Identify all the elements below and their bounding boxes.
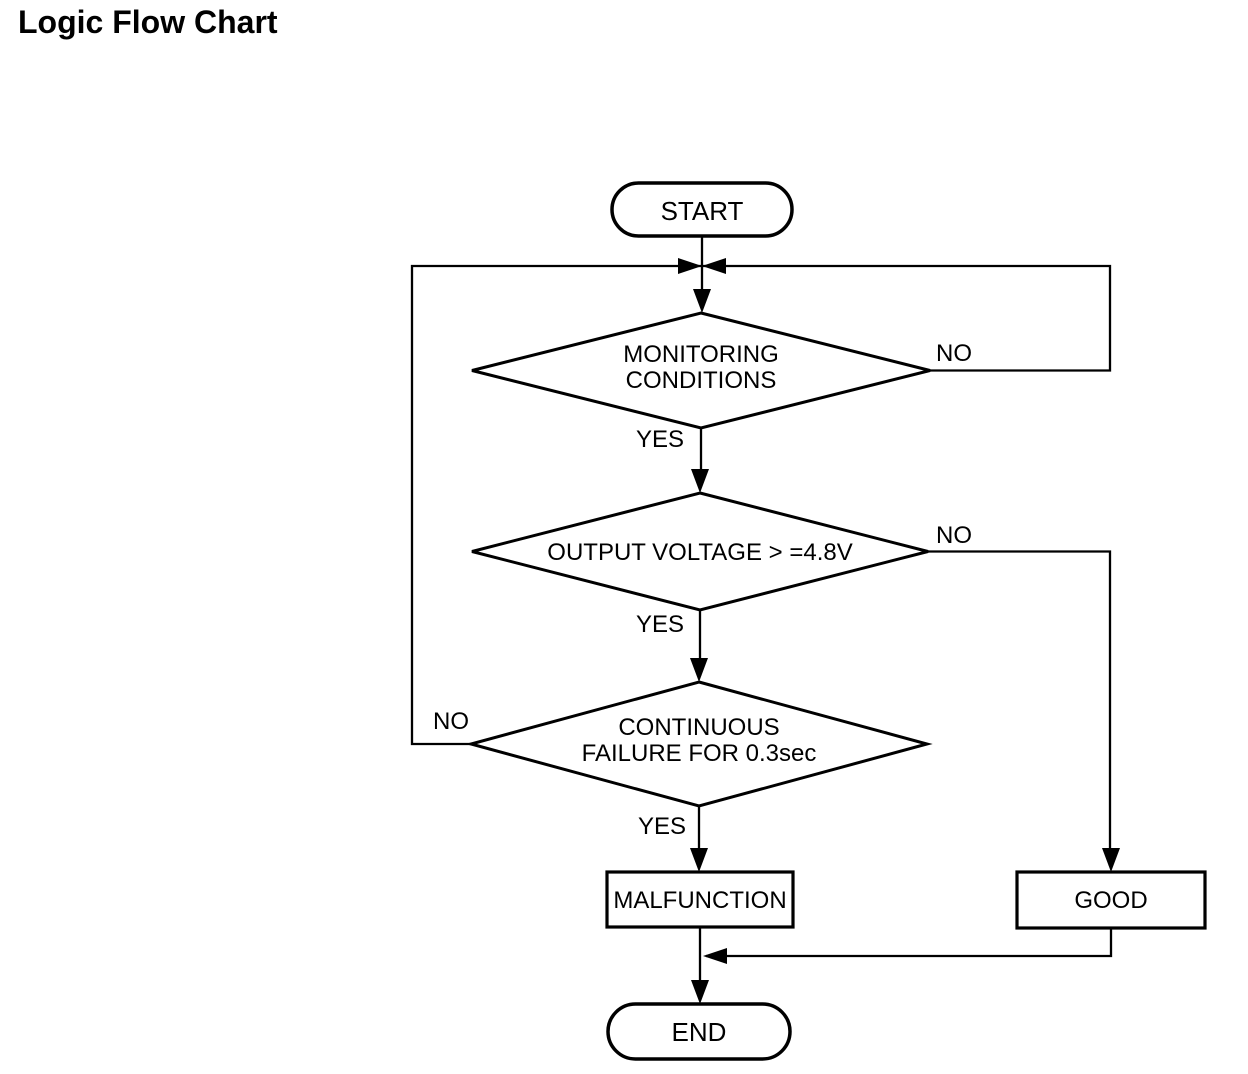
edge-voltage-no: [928, 550, 1112, 866]
voltage-no-label: NO: [936, 522, 972, 549]
end-label: END: [672, 1017, 727, 1047]
malfunction-label: MALFUNCTION: [613, 887, 786, 914]
arrow-into-monitoring-icon: [693, 289, 711, 313]
start-label: START: [661, 196, 744, 226]
branch-labels: YES NO YES NO YES NO: [433, 340, 972, 840]
arrow-into-end-icon: [691, 980, 709, 1004]
failure-yes-label: YES: [638, 813, 686, 840]
malfunction-process: [605, 870, 795, 929]
start-terminator: [610, 181, 794, 238]
page-title: Logic Flow Chart: [18, 4, 278, 40]
monitoring-yes-label: YES: [636, 426, 684, 453]
edge-failure-no-loop: [410, 264, 702, 746]
voltage-decision: [471, 491, 929, 612]
voltage-yes-label: YES: [636, 611, 684, 638]
end-terminator: [606, 1002, 792, 1061]
arrow-into-voltage-icon: [691, 469, 709, 493]
failure-label-line2: FAILURE FOR 0.3sec: [582, 740, 817, 767]
monitoring-decision: [471, 311, 931, 430]
good-process: [1015, 870, 1207, 930]
failure-decision: [465, 680, 933, 808]
monitoring-label-line2: CONDITIONS: [626, 367, 777, 394]
merge-arrow-left-icon: [703, 948, 727, 964]
good-label: GOOD: [1074, 887, 1147, 914]
edge-good-to-merge: [706, 928, 1113, 958]
edge-lines: [410, 236, 1113, 999]
arrow-into-good-icon: [1102, 848, 1120, 872]
edge-monitoring-no-loop: [702, 264, 1112, 372]
junction-arrow-left-icon: [678, 258, 702, 274]
monitoring-no-label: NO: [936, 340, 972, 367]
failure-label-line1: CONTINUOUS: [618, 714, 779, 741]
arrow-into-failure-icon: [690, 658, 708, 682]
monitoring-label-line1: MONITORING: [623, 341, 779, 368]
voltage-label-line1: OUTPUT VOLTAGE > =4.8V: [547, 539, 852, 566]
flowchart-nodes: START MONITORING CONDITIONS OUTPUT VOLTA…: [465, 181, 1207, 1061]
arrowheads: [678, 258, 1120, 1004]
failure-no-label: NO: [433, 708, 469, 735]
arrow-into-malfunction-icon: [690, 848, 708, 872]
junction-arrow-right-icon: [702, 258, 726, 274]
